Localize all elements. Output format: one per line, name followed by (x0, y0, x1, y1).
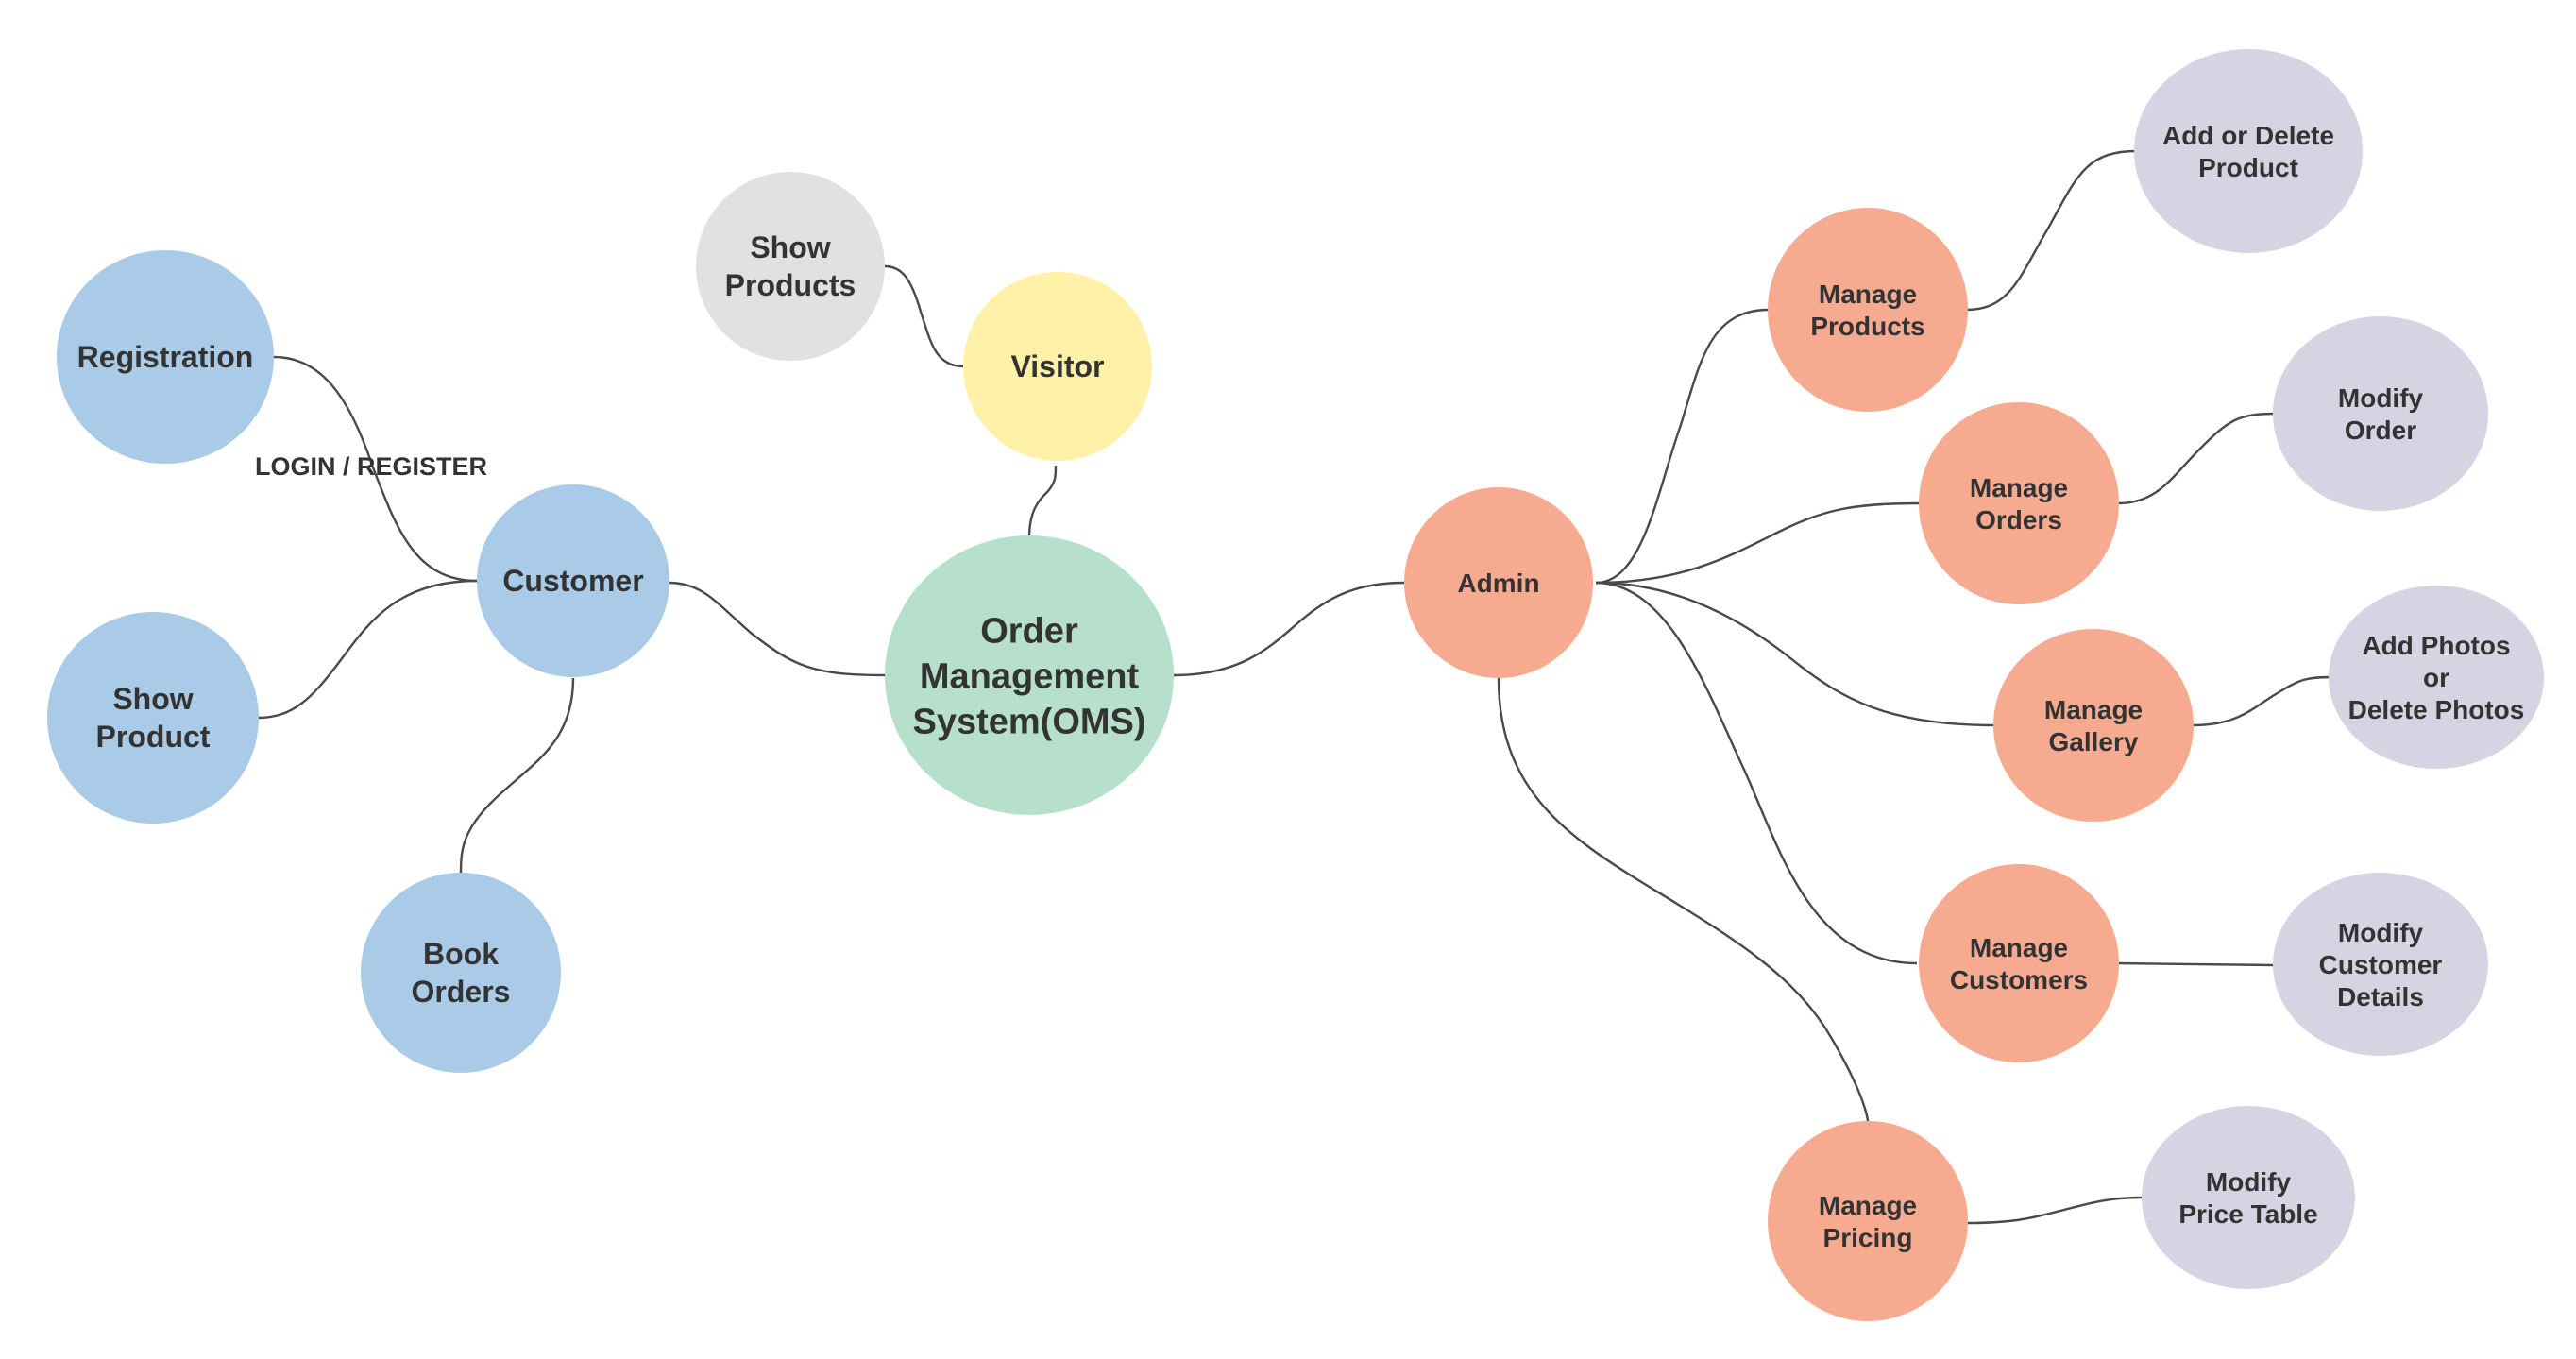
node-label-center: Management (920, 656, 1140, 696)
node-label-manage-orders: Orders (1975, 505, 2062, 535)
edge-label-login-register: LOGIN / REGISTER (255, 452, 487, 481)
node-label-manage-customers: Manage (1970, 933, 2068, 962)
node-label-manage-products: Manage (1819, 280, 1917, 309)
node-label-add-delete-photos: or (2423, 663, 2449, 692)
node-label-manage-pricing: Manage (1819, 1191, 1917, 1220)
edge-admin-manage-products (1595, 308, 1770, 585)
node-label-add-delete-photos: Delete Photos (2348, 695, 2525, 724)
node-label-center: Order (980, 611, 1078, 651)
node-label-modify-price: Price Table (2178, 1199, 2317, 1229)
node-shape-add-delete-photos (2329, 586, 2544, 769)
node-label-book-orders: Orders (412, 975, 511, 1009)
edge-manage-orders-modify-order (2117, 412, 2277, 505)
node-shape-book-orders (361, 873, 561, 1073)
node-shape-show-product (47, 612, 259, 824)
connector-lines (257, 149, 2333, 1225)
node-label-manage-gallery: Manage (2044, 695, 2143, 724)
node-shape-center (885, 535, 1174, 815)
edge-customer-show-product (257, 579, 478, 720)
node-label-center: System(OMS) (912, 702, 1145, 741)
node-label-modify-customer: Details (2337, 982, 2424, 1011)
node-label-customer: Customer (502, 564, 643, 598)
node-label-add-delete-product: Add or Delete (2162, 121, 2334, 150)
edge-visitor-show-products (884, 264, 964, 368)
node-label-show-products: Show (750, 230, 830, 264)
edge-center-visitor (1027, 465, 1058, 539)
node-label-manage-orders: Manage (1970, 473, 2068, 502)
edge-manage-gallery-add-photos (2192, 675, 2333, 727)
node-registration[interactable]: Registration (57, 250, 274, 464)
edge-manage-products-add-delete (1966, 149, 2138, 312)
node-shape-visitor (963, 272, 1152, 461)
node-label-add-delete-product: Product (2198, 153, 2298, 182)
edge-manage-pricing-modify-price (1966, 1196, 2143, 1225)
node-label-modify-customer: Customer (2319, 950, 2443, 979)
edge-manage-customers-modify-customer (2117, 961, 2275, 967)
node-label-admin: Admin (1457, 569, 1539, 598)
node-label-modify-price: Modify (2206, 1167, 2292, 1197)
node-shape-add-delete-product (2134, 49, 2363, 253)
node-label-manage-pricing: Pricing (1823, 1223, 1913, 1252)
node-admin[interactable]: Admin (1404, 487, 1593, 678)
node-label-visitor: Visitor (1011, 349, 1105, 383)
edge-admin-manage-pricing (1497, 677, 1870, 1123)
node-shape-manage-pricing (1768, 1121, 1968, 1321)
edge-admin-manage-orders (1595, 501, 1921, 585)
node-label-book-orders: Book (423, 937, 499, 971)
node-label-modify-order: Order (2345, 416, 2416, 445)
node-label-manage-customers: Customers (1950, 965, 2088, 994)
edge-customer-book-orders (459, 677, 575, 875)
edge-center-customer (668, 581, 886, 677)
edge-admin-manage-gallery (1595, 581, 1995, 727)
node-label-show-products: Products (725, 268, 856, 302)
node-shape-modify-price (2142, 1106, 2355, 1289)
node-label-modify-customer: Modify (2338, 918, 2424, 947)
node-shape-modify-order (2273, 316, 2488, 511)
node-label-show-product: Show (112, 682, 193, 716)
node-shape-admin (1404, 487, 1593, 678)
node-shape-modify-customer (2273, 873, 2488, 1056)
node-shape-show-products (696, 172, 885, 361)
node-label-manage-gallery: Gallery (2049, 727, 2139, 756)
node-shape-customer (477, 484, 669, 677)
node-shape-manage-gallery (1993, 629, 2194, 822)
node-label-manage-products: Products (1810, 312, 1924, 341)
node-label-show-product: Product (96, 720, 211, 754)
node-shape-manage-customers (1919, 864, 2119, 1062)
node-customer[interactable]: Customer (477, 484, 669, 677)
node-shape-manage-products (1768, 208, 1968, 412)
node-label-registration: Registration (77, 340, 254, 374)
node-label-modify-order: Modify (2338, 383, 2424, 413)
node-label-add-delete-photos: Add Photos (2362, 631, 2510, 660)
edge-center-admin (1173, 581, 1405, 677)
edge-admin-manage-customers (1595, 581, 1918, 965)
node-visitor[interactable]: Visitor (963, 272, 1152, 461)
node-shape-manage-orders (1919, 402, 2119, 604)
edge-customer-registration (273, 355, 478, 583)
node-shape-registration (57, 250, 274, 464)
